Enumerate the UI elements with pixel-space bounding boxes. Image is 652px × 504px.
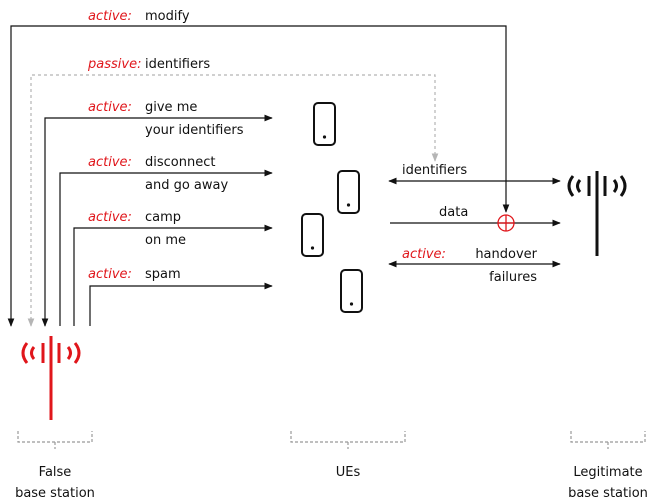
spam-label: spam (145, 267, 181, 282)
phone-icon (301, 213, 324, 257)
spam-prefix: active: (88, 267, 132, 282)
legit-bs-caption-line2: base station (568, 486, 648, 501)
attack-passive-identifiers: passive: identifiers (27, 57, 439, 327)
attack-camp: active: camp on me (73, 210, 273, 326)
ues-caption: UEs (336, 465, 361, 480)
disconnect-line1: disconnect (145, 155, 215, 170)
phone-icon (340, 269, 363, 313)
camp-prefix: active: (88, 210, 132, 225)
camp-line1: camp (145, 210, 181, 225)
link-identifiers: identifiers (388, 163, 561, 185)
handover-prefix: active: (402, 247, 446, 262)
false-base-station-icon (21, 336, 81, 420)
legit-bs-bracket (570, 431, 646, 449)
link-data-label: data (439, 205, 468, 220)
give-me-prefix: active: (88, 100, 132, 115)
link-data: data (390, 205, 561, 232)
intercept-icon (497, 214, 515, 232)
handover-line1: handover (475, 247, 537, 262)
modify-label: modify (145, 9, 190, 24)
false-bs-caption-line1: False (39, 465, 72, 480)
handover-line2: failures (489, 270, 537, 285)
legit-bs-caption-line1: Legitimate (573, 465, 642, 480)
disconnect-prefix: active: (88, 155, 132, 170)
identifiers-label: identifiers (145, 57, 210, 72)
phone-icon (337, 170, 360, 214)
false-bs-bracket (17, 431, 93, 449)
attack-modify: active: modify (7, 9, 510, 327)
give-me-line1: give me (145, 100, 197, 115)
give-me-line2: your identifiers (145, 123, 244, 138)
disconnect-line2: and go away (145, 178, 228, 193)
legitimate-base-station-icon (567, 171, 627, 256)
false-bs-caption-line2: base station (15, 486, 95, 501)
attack-spam: active: spam (88, 267, 273, 326)
ues-bracket (290, 431, 406, 449)
modify-prefix: active: (88, 9, 132, 24)
attack-give-me-identifiers: active: give me your identifiers (41, 100, 273, 327)
camp-line2: on me (145, 233, 186, 248)
phone-icon (313, 102, 336, 146)
attack-disconnect: active: disconnect and go away (59, 155, 273, 326)
link-identifiers-label: identifiers (402, 163, 467, 178)
link-handover: active: handover failures (388, 247, 561, 285)
identifiers-prefix: passive: (87, 57, 141, 72)
